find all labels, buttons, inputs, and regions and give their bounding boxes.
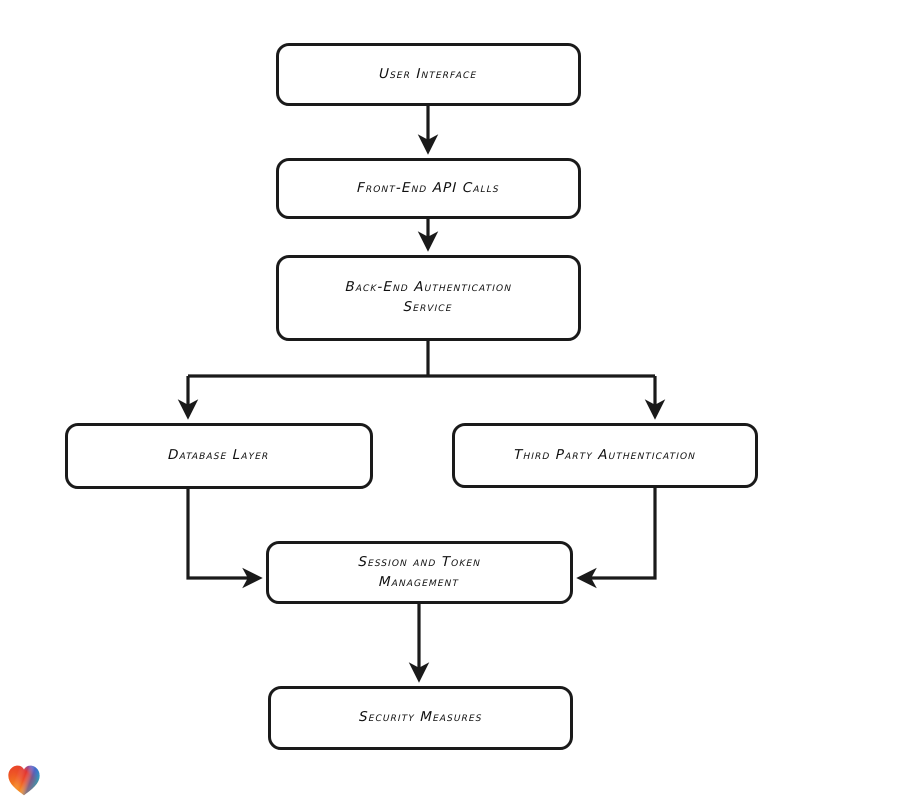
node-security-measures-label: Security Measures	[358, 709, 483, 726]
node-session-and-token-management-label: Session and Token Management	[358, 553, 482, 590]
node-backend-authentication-service-label: Back-End Authentication Service	[345, 279, 513, 315]
edge-thirdparty-to-session	[576, 488, 657, 589]
node-database-layer-label: Database Layer	[168, 447, 270, 464]
node-backend-authentication-service[interactable]: Back-End Authentication Service	[276, 255, 581, 341]
node-frontend-api-calls[interactable]: Front-End API Calls	[276, 158, 581, 219]
node-frontend-api-calls-label: Front-End API Calls	[356, 179, 501, 196]
node-session-and-token-management[interactable]: Session and Token Management	[266, 541, 573, 604]
node-user-interface-label: User Interface	[379, 65, 478, 82]
node-security-measures[interactable]: Security Measures	[268, 686, 573, 750]
heart-logo-icon	[8, 765, 40, 796]
node-third-party-authentication-label: Third Party Authentication	[513, 446, 697, 463]
node-database-layer[interactable]: Database Layer	[65, 423, 373, 489]
node-third-party-authentication[interactable]: Third Party Authentication	[452, 423, 758, 488]
edge-database-to-session	[186, 489, 263, 589]
node-user-interface[interactable]: User Interface	[276, 43, 581, 106]
